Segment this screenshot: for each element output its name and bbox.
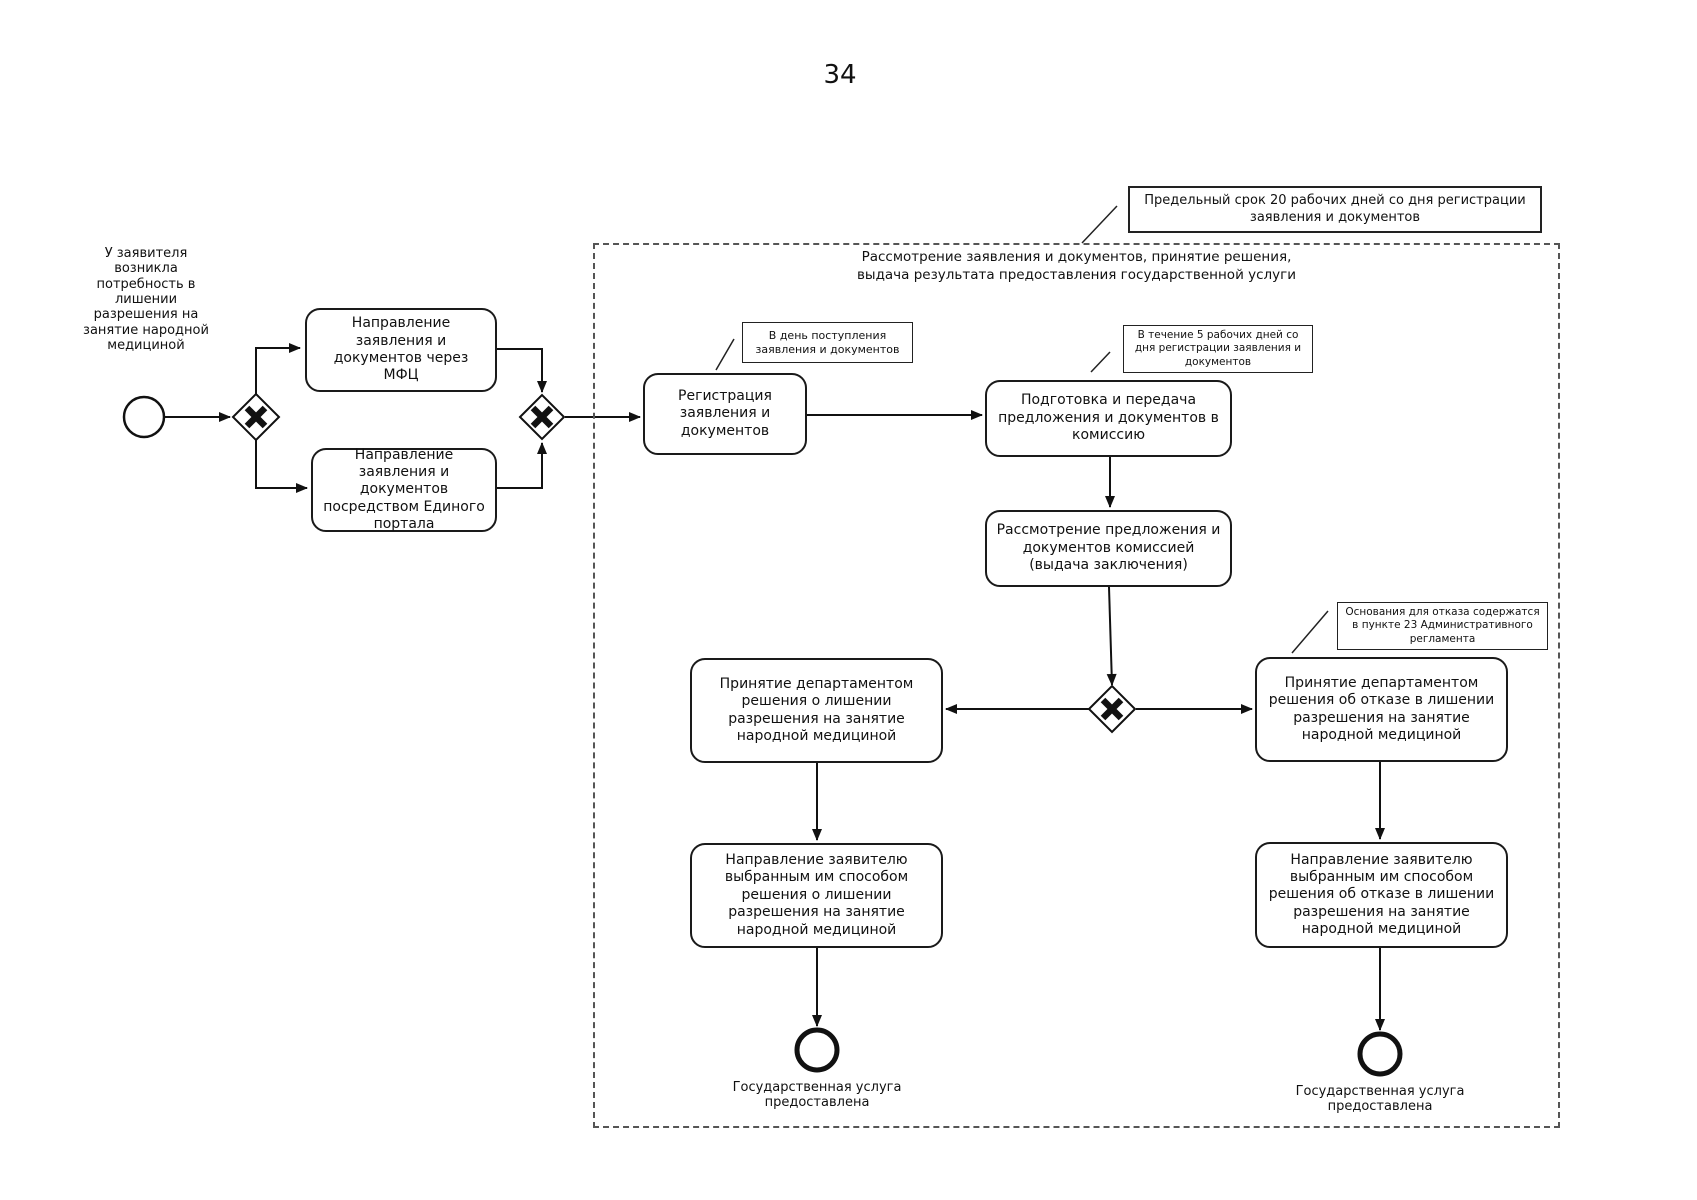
task-send-via-portal: Направление заявления и документов посре…	[311, 447, 497, 532]
association-lines	[715, 205, 1329, 654]
end-event-right-icon	[1357, 1031, 1403, 1077]
subprocess-container	[593, 243, 1560, 1128]
flow-review-to-gateway	[1106, 586, 1117, 686]
annotation-refusal-grounds: Основания для отказа содержатся в пункте…	[1337, 602, 1548, 650]
flow-portal-to-merge	[497, 442, 547, 489]
flow-split-to-portal	[255, 440, 308, 493]
subprocess-title: Рассмотрение заявления и документов, при…	[593, 249, 1560, 284]
start-event-label: У заявителя возникла потребность в лишен…	[83, 246, 209, 353]
end-event-left-icon	[794, 1027, 840, 1073]
gateway-split-icon	[231, 392, 281, 442]
task-decision-refuse: Принятие департаментом решения об отказе…	[1255, 657, 1508, 762]
flow-split-to-mfc	[255, 343, 301, 394]
end-event-right-label: Государственная услуга предоставлена	[1295, 1084, 1465, 1115]
task-commission-review: Рассмотрение предложения и документов ко…	[985, 510, 1232, 587]
task-registration: Регистрация заявления и документов	[643, 373, 807, 455]
task-notify-revoke: Направление заявителю выбранным им спосо…	[690, 843, 943, 948]
gateway-decision-icon	[1087, 684, 1137, 734]
start-event-icon	[122, 395, 166, 439]
annotation-overall-deadline: Предельный срок 20 рабочих дней со дня р…	[1128, 186, 1542, 233]
subprocess-title-line2: выдача результата предоставления государ…	[856, 266, 1297, 283]
page-number: 34	[823, 60, 857, 90]
subprocess-title-line1: Рассмотрение заявления и документов, при…	[861, 249, 1292, 265]
annotation-preparation-deadline: В течение 5 рабочих дней со дня регистра…	[1123, 325, 1313, 373]
task-send-via-mfc: Направление заявления и документов через…	[305, 308, 497, 392]
end-event-left-label: Государственная услуга предоставлена	[732, 1080, 902, 1111]
task-preparation: Подготовка и передача предложения и доку…	[985, 380, 1232, 457]
association-refusal-grounds	[1291, 610, 1329, 654]
task-decision-revoke: Принятие департаментом решения о лишении…	[690, 658, 943, 763]
association-overall-deadline	[1081, 205, 1118, 244]
association-registration-deadline	[715, 338, 735, 371]
gateway-merge-icon	[518, 393, 566, 441]
association-preparation-deadline	[1090, 351, 1111, 373]
sequence-flows	[165, 343, 1385, 1031]
annotation-registration-deadline: В день поступления заявления и документо…	[742, 322, 913, 363]
flow-mfc-to-merge	[497, 348, 547, 393]
task-notify-refuse: Направление заявителю выбранным им спосо…	[1255, 842, 1508, 948]
